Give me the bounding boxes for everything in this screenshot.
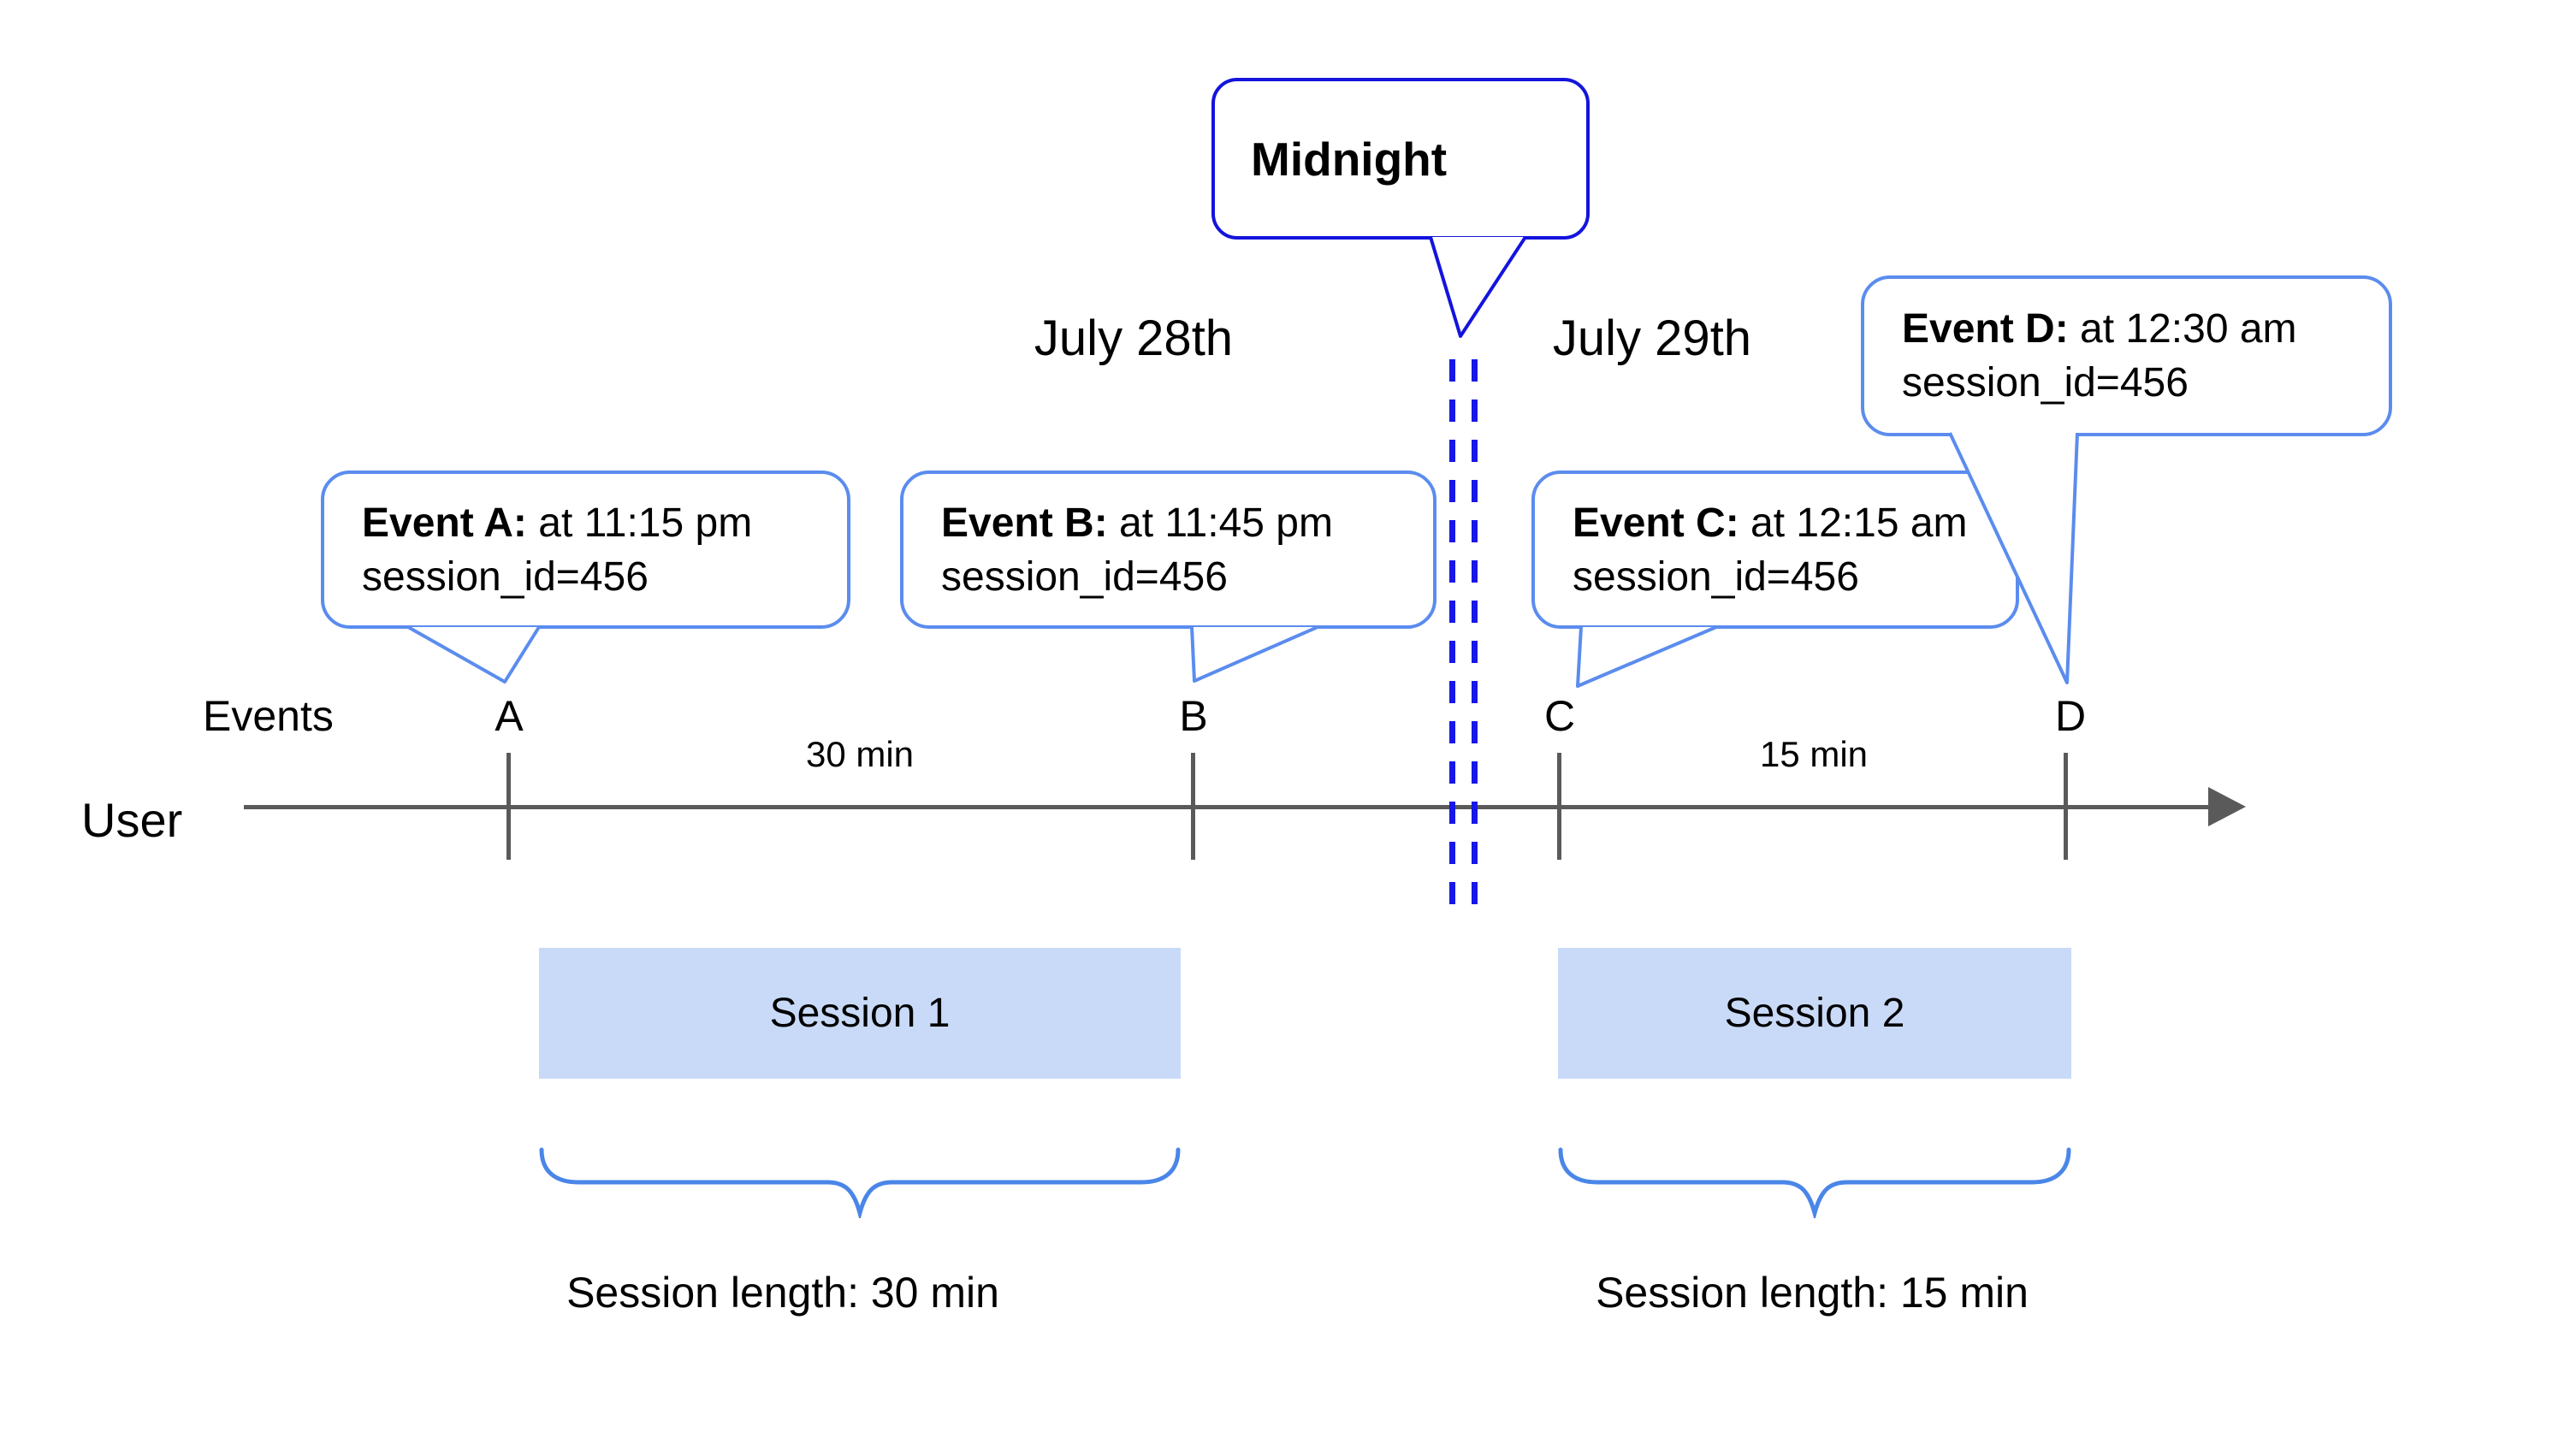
session-1-label: Session 1 xyxy=(769,991,951,1036)
interval-label-30min: 30 min xyxy=(805,734,915,774)
midnight-bubble-tail xyxy=(1429,235,1527,338)
event-d-line2: session_id=456 xyxy=(1902,360,2189,405)
event-c-time: at 12:15 am xyxy=(1739,500,1968,546)
session-1-length-label: Session length: 30 min xyxy=(566,1269,999,1317)
session-1-box: Session 1 xyxy=(539,948,1181,1079)
timeline-tick-b xyxy=(1191,753,1195,860)
event-a-title: Event A: xyxy=(362,500,527,546)
midnight-label: Midnight xyxy=(1251,132,1448,186)
event-c-line1: Event C: at 12:15 am xyxy=(1573,496,2016,550)
user-timeline-line xyxy=(244,805,2212,809)
event-d-time: at 12:30 am xyxy=(2068,306,2297,352)
event-b-bubble-tail xyxy=(1190,625,1318,683)
timeline-tick-c xyxy=(1557,753,1561,860)
interval-label-15min: 15 min xyxy=(1759,734,1869,774)
event-b-line2: session_id=456 xyxy=(941,553,1228,600)
event-d-bubble: Event D: at 12:30 am session_id=456 xyxy=(1861,275,2392,436)
event-tick-label-c: C xyxy=(1543,692,1576,740)
session-2-box: Session 2 xyxy=(1558,948,2071,1079)
event-a-bubble-tail xyxy=(407,625,541,684)
event-d-bubble-tail xyxy=(1948,432,2079,684)
event-c-line2: session_id=456 xyxy=(1573,553,1859,600)
midnight-callout-bubble: Midnight xyxy=(1211,78,1590,240)
event-a-line2: session_id=456 xyxy=(362,553,649,600)
timeline-tick-d xyxy=(2064,753,2068,860)
event-d-title: Event D: xyxy=(1902,306,2069,352)
event-c-title: Event C: xyxy=(1573,500,1739,546)
event-a-time: at 11:15 pm xyxy=(526,500,753,546)
event-b-time: at 11:45 pm xyxy=(1107,500,1333,546)
session-2-length-label: Session length: 15 min xyxy=(1596,1269,2029,1317)
event-a-line1: Event A: at 11:15 pm xyxy=(362,496,847,550)
midnight-divider-dash-left xyxy=(1449,359,1455,919)
events-axis-label: Events xyxy=(203,692,334,740)
event-b-bubble: Event B: at 11:45 pm session_id=456 xyxy=(900,471,1436,629)
timeline-arrowhead-icon xyxy=(2208,787,2246,826)
session-2-brace xyxy=(1558,1147,2071,1218)
event-b-line1: Event B: at 11:45 pm xyxy=(941,496,1433,550)
event-c-bubble: Event C: at 12:15 am session_id=456 xyxy=(1531,471,2019,629)
event-b-title: Event B: xyxy=(941,500,1108,546)
session-2-label: Session 2 xyxy=(1724,991,1905,1036)
midnight-divider-dash-right xyxy=(1472,359,1478,919)
event-c-bubble-tail xyxy=(1576,625,1717,688)
date-label-july-29: July 29th xyxy=(1552,311,1752,366)
session-1-brace xyxy=(539,1147,1181,1218)
user-timeline-label: User xyxy=(81,793,183,847)
event-tick-label-b: B xyxy=(1179,692,1208,740)
timeline-tick-a xyxy=(506,753,511,860)
event-tick-label-d: D xyxy=(2054,692,2087,740)
event-d-line1: Event D: at 12:30 am xyxy=(1902,302,2389,356)
date-label-july-28: July 28th xyxy=(1034,311,1234,366)
event-tick-label-a: A xyxy=(495,692,524,740)
event-a-bubble: Event A: at 11:15 pm session_id=456 xyxy=(321,471,850,629)
